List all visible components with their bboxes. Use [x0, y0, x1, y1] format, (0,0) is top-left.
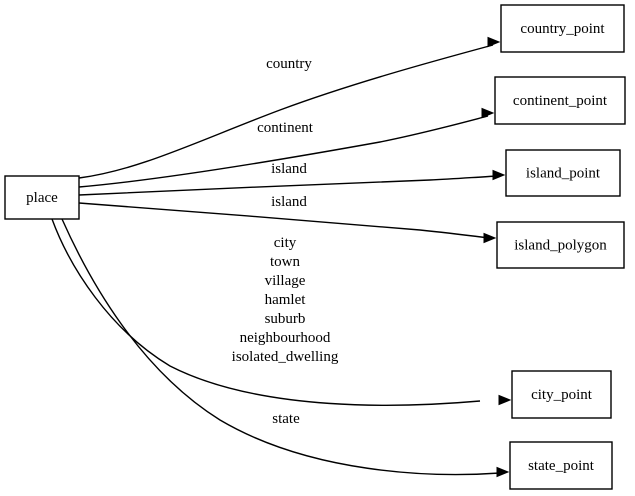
edge-label-city_point: village [265, 273, 306, 289]
edges-layer [51, 36, 512, 478]
node-city_point[interactable]: city_point [511, 370, 612, 419]
arrow-head [498, 394, 512, 406]
edge-label-continent_point: continent [257, 120, 314, 136]
node-label: island_point [526, 165, 601, 181]
edge-label-city_point: town [270, 254, 301, 270]
node-label: state_point [528, 458, 595, 474]
arrow-head [496, 466, 510, 478]
edge-line [61, 218, 501, 476]
node-label: continent_point [513, 93, 608, 109]
node-label: place [26, 190, 58, 206]
edge-labels-layer: country continent island island city town vill… [232, 56, 339, 427]
node-label: island_polygon [514, 237, 607, 253]
edge-state_point [61, 218, 510, 478]
edge-line [78, 44, 494, 179]
node-state_point[interactable]: state_point [509, 441, 613, 490]
edge-line [78, 175, 499, 196]
edge-label-city_point: hamlet [265, 292, 307, 308]
edge-label-state_point: state [272, 411, 300, 427]
node-continent_point[interactable]: continent_point [494, 76, 626, 125]
arrow-head [492, 169, 506, 181]
arrow-head [481, 107, 495, 119]
node-label: country_point [520, 21, 605, 37]
node-box[interactable] [505, 149, 621, 197]
node-box[interactable] [509, 441, 613, 490]
node-country_point[interactable]: country_point [500, 4, 625, 53]
edge-continent_point [78, 107, 495, 188]
edge-label-island_polygon: island [271, 194, 307, 210]
edge-island_point [78, 169, 506, 196]
node-box[interactable] [494, 76, 626, 125]
arrow-head [483, 232, 497, 244]
node-label: city_point [531, 387, 593, 403]
node-island_polygon[interactable]: island_polygon [496, 221, 625, 269]
node-box[interactable] [500, 4, 625, 53]
edge-label-city_point: suburb [265, 311, 306, 327]
node-box[interactable] [4, 175, 80, 220]
edge-label-city_point: neighbourhood [240, 330, 331, 346]
nodes-layer: place country_point continent_point island_… [4, 4, 626, 490]
arrow-head [487, 36, 501, 48]
edge-line [51, 218, 481, 406]
node-box[interactable] [511, 370, 612, 419]
node-place[interactable]: place [4, 175, 80, 220]
edge-label-city_point: isolated_dwelling [232, 349, 339, 365]
edge-line [78, 202, 490, 239]
edge-label-island_point: island [271, 161, 307, 177]
edge-city_point [51, 218, 512, 406]
edge-island_polygon [78, 202, 497, 244]
edge-label-country_point: country [266, 56, 312, 72]
node-box[interactable] [496, 221, 625, 269]
edge-country_point [78, 36, 501, 179]
edge-line [78, 115, 489, 188]
node-island_point[interactable]: island_point [505, 149, 621, 197]
edge-label-city_point: city [274, 235, 297, 251]
